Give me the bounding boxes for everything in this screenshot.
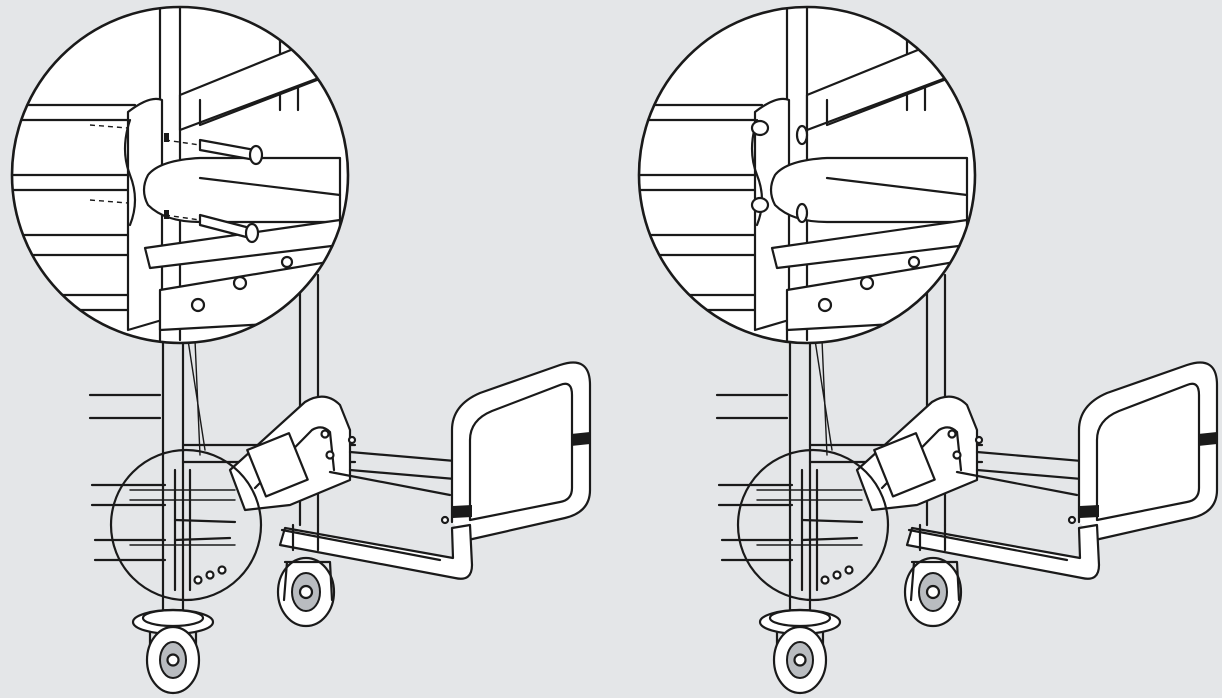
detail-magnifier-left	[0, 0, 348, 343]
locking-pin-head-upper	[750, 119, 770, 137]
panel-pins-removed	[0, 0, 592, 695]
detail-magnifier-right	[627, 0, 975, 343]
locking-pin-head-lower	[750, 196, 770, 214]
panel-pins-inserted	[627, 0, 1219, 695]
